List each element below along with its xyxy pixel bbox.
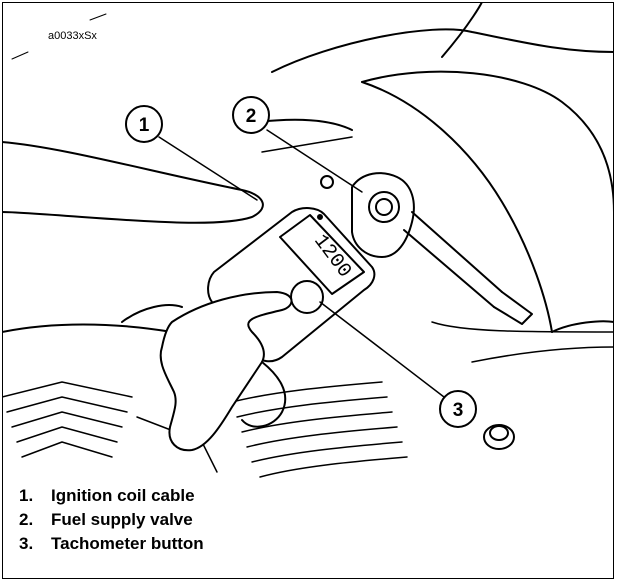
legend-label: Tachometer button: [51, 534, 204, 553]
legend-item: 2.Fuel supply valve: [19, 508, 204, 532]
svg-text:2: 2: [246, 106, 257, 127]
svg-text:3: 3: [453, 400, 464, 421]
figure-id-label: a0033xSx: [48, 30, 97, 42]
bolt: [484, 425, 514, 449]
left-arm: [2, 142, 263, 223]
technical-illustration: 1200 1 2 3: [2, 2, 614, 480]
legend-number: 2.: [19, 508, 51, 532]
legend-item: 1.Ignition coil cable: [19, 484, 204, 508]
legend-label: Fuel supply valve: [51, 510, 193, 529]
callout-1: 1: [126, 106, 162, 142]
callout-2: 2: [233, 97, 269, 133]
legend-item: 3.Tachometer button: [19, 532, 204, 556]
legend-number: 1.: [19, 484, 51, 508]
leader-line-1: [159, 137, 257, 200]
legend-number: 3.: [19, 532, 51, 556]
fender-outline: [362, 72, 614, 212]
leader-line-2: [267, 130, 362, 192]
legend: 1.Ignition coil cable 2.Fuel supply valv…: [19, 484, 204, 556]
legend-label: Ignition coil cable: [51, 486, 195, 505]
svg-text:1: 1: [139, 115, 150, 136]
callout-3: 3: [440, 391, 476, 427]
tank-outline: [272, 29, 614, 72]
